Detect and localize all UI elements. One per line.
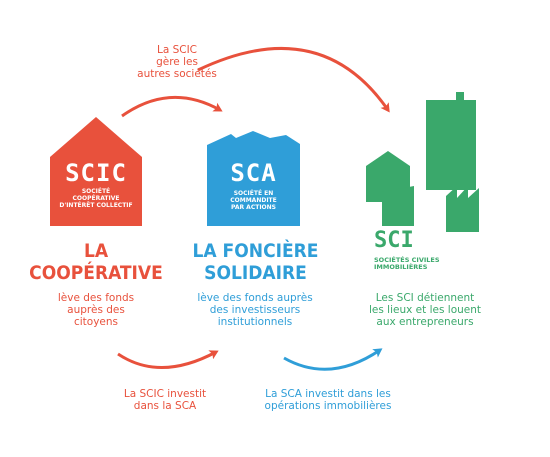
- sci-chimney-building: [426, 92, 476, 190]
- sca-acronym: SCA: [230, 159, 277, 187]
- scic-description: lève des fonds auprès des citoyens: [57, 292, 135, 329]
- bottom-right-annotation: La SCA investit dans les opérations immo…: [264, 388, 392, 413]
- sci-full-name: SOCIÉTÉS CIVILES IMMOBILIÈRES: [374, 256, 440, 272]
- arrow-scic-to-sca-bottom: [117, 350, 219, 369]
- sci-acronym: SCI: [374, 228, 414, 253]
- sca-description: lève des fonds auprès des investisseurs …: [197, 292, 313, 329]
- top-annotation: La SCIC gère les autres sociétés: [137, 44, 217, 81]
- sca-house-shape: [207, 131, 300, 226]
- scic-full-name: SOCIÉTÉ COOPÉRATIVE D'INTÉRÊT COLLECTIF: [59, 188, 133, 209]
- sca-title: LA FONCIÈRE SOLIDAIRE: [192, 240, 319, 285]
- arrow-scic-to-sci: [197, 46, 390, 113]
- scic-acronym: SCIC: [65, 159, 127, 187]
- bottom-left-annotation: La SCIC investit dans la SCA: [123, 388, 207, 413]
- arrow-scic-to-sca-top: [121, 95, 223, 118]
- sci-factory: [446, 186, 479, 232]
- scic-house-shape: [50, 117, 142, 226]
- scic-title: LA COOPÉRATIVE: [29, 240, 163, 285]
- arrow-sca-to-sci-bottom: [283, 348, 383, 371]
- sci-description: Les SCI détiennent les lieux et les loue…: [368, 292, 481, 329]
- sci-long-building: [382, 186, 414, 226]
- sca-full-name: SOCIÉTÉ EN COMMANDITE PAR ACTIONS: [230, 190, 277, 211]
